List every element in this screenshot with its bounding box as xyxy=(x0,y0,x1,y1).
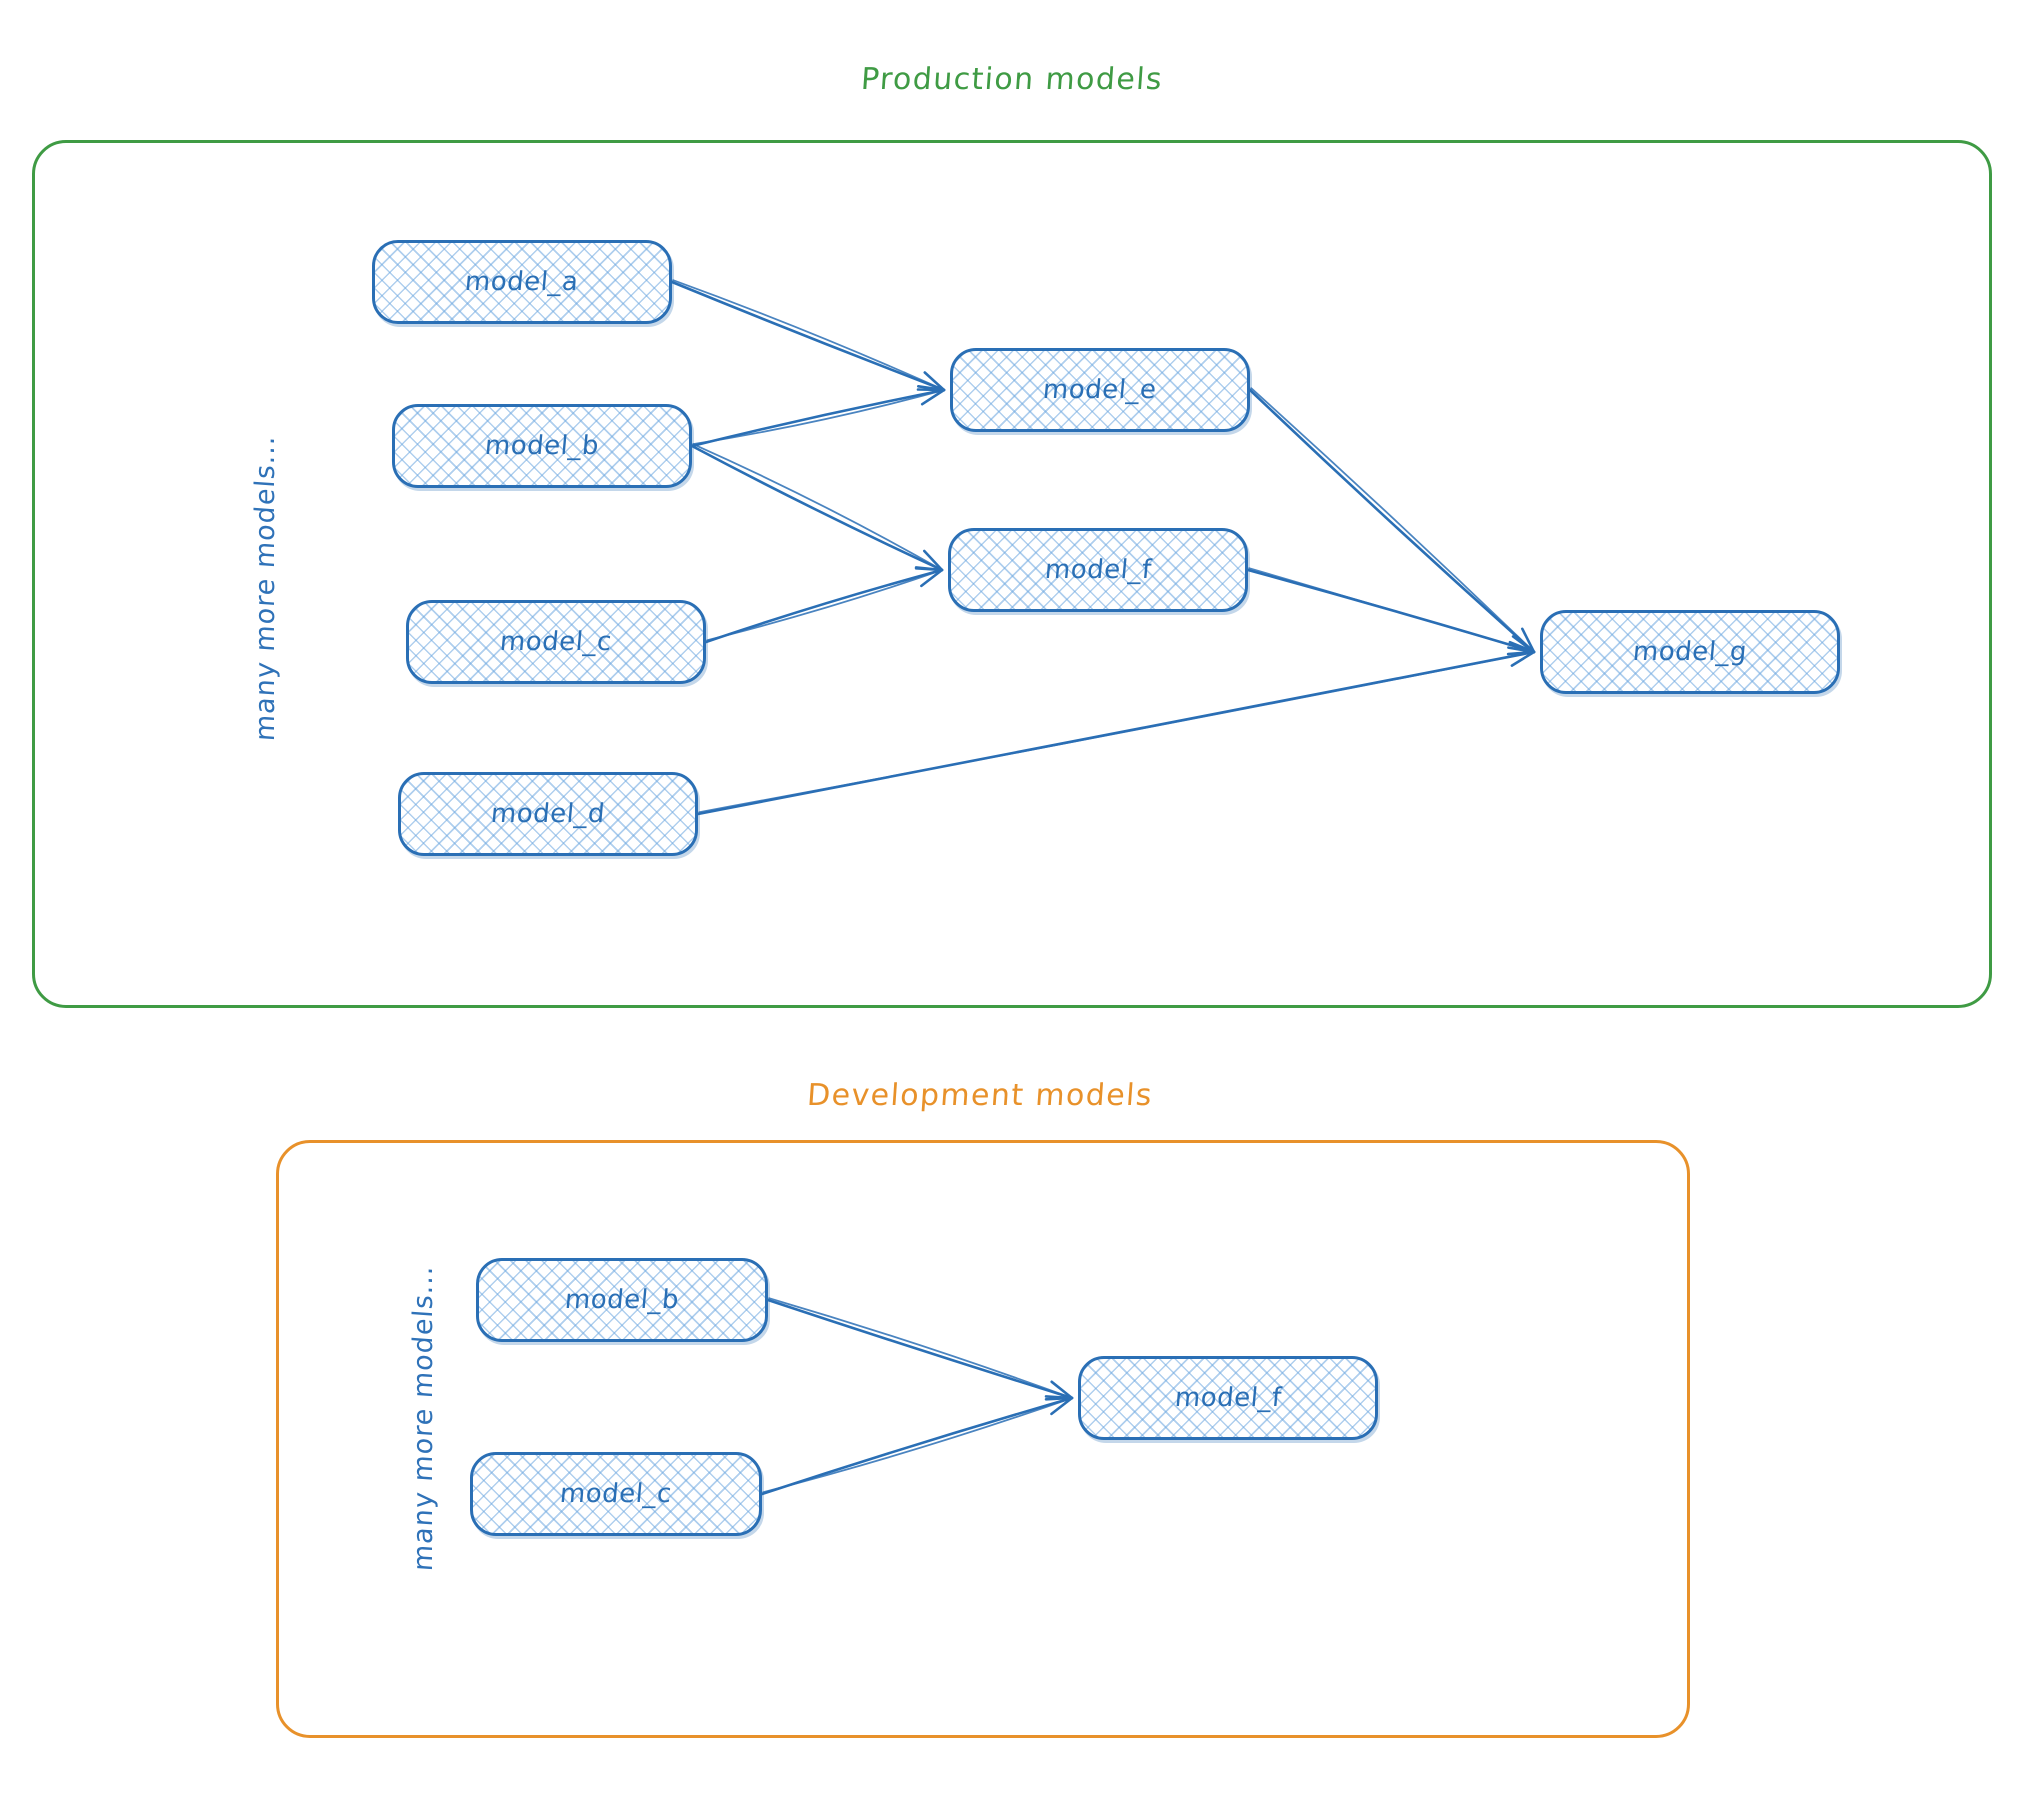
node-label: model_f xyxy=(1043,555,1153,585)
node-label: model_c xyxy=(498,627,614,657)
node-label: model_a xyxy=(463,267,580,297)
node-prod-model-g[interactable]: model_g xyxy=(1540,610,1840,694)
node-label: model_b xyxy=(563,1285,681,1315)
node-dev-model-b[interactable]: model_b xyxy=(476,1258,768,1342)
node-label: model_g xyxy=(1631,637,1749,667)
node-label: model_b xyxy=(483,431,601,461)
node-label: model_d xyxy=(489,799,607,829)
node-prod-model-e[interactable]: model_e xyxy=(950,348,1250,432)
development-group-frame xyxy=(276,1140,1690,1738)
node-label: model_f xyxy=(1173,1383,1283,1413)
node-label: model_c xyxy=(558,1479,674,1509)
node-dev-model-f[interactable]: model_f xyxy=(1078,1356,1378,1440)
node-prod-model-d[interactable]: model_d xyxy=(398,772,698,856)
node-dev-model-c[interactable]: model_c xyxy=(470,1452,762,1536)
node-prod-model-f[interactable]: model_f xyxy=(948,528,1248,612)
node-prod-model-c[interactable]: model_c xyxy=(406,600,706,684)
node-label: model_e xyxy=(1041,375,1159,405)
node-prod-model-a[interactable]: model_a xyxy=(372,240,672,324)
production-group-frame xyxy=(32,140,1992,1008)
node-prod-model-b[interactable]: model_b xyxy=(392,404,692,488)
